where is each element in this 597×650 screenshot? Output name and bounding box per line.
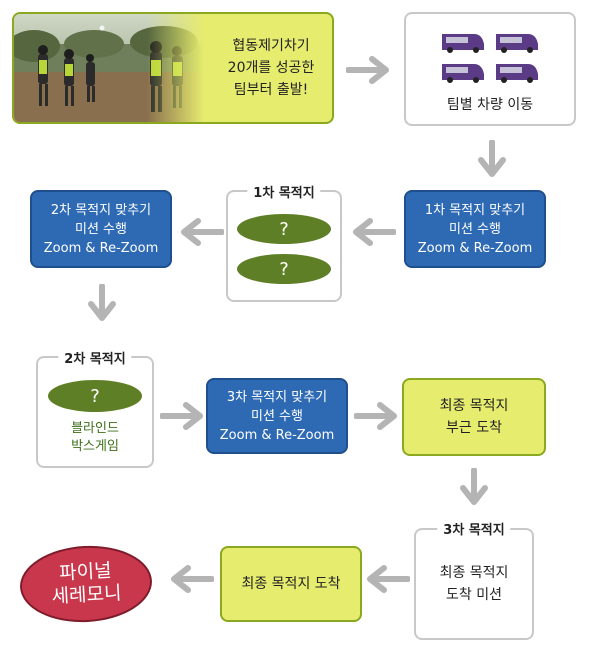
mission1-line1: 1차 목적지 맞추기 [424, 202, 526, 218]
destination1-question-oval: ? [237, 254, 331, 284]
destination3-title: 3차 목적지 [437, 520, 511, 542]
destination2-line2: 박스게임 [71, 439, 119, 454]
destination1-title: 1차 목적지 [247, 182, 321, 201]
mission1-line2: 미션 수행 [449, 221, 501, 237]
arrow-left-icon [367, 565, 410, 593]
start-step-box: 협동제기차기 20개를 성공한 팀부터 출발! [12, 12, 334, 124]
start-text: 협동제기차기 20개를 성공한 팀부터 출발! [210, 14, 332, 122]
arrow-down-icon [478, 140, 506, 177]
arrow-right-icon [160, 402, 203, 430]
arrow-down-icon [88, 284, 116, 321]
mission3-line1: 3차 목적지 맞추기 [226, 389, 328, 405]
ceremony-line2: 세레모니 [51, 582, 123, 608]
mission1-box: 1차 목적지 맞추기 미션 수행 Zoom & Re-Zoom [404, 190, 546, 268]
near-final-line2: 부근 도착 [446, 420, 502, 436]
team-game-photo [14, 14, 204, 122]
destination3-line2: 도착 미션 [446, 587, 502, 603]
mission2-box: 2차 목적지 맞추기 미션 수행 Zoom & Re-Zoom [30, 190, 172, 268]
van-icon [442, 34, 484, 53]
arrow-left-icon [353, 218, 396, 246]
arrive-final-label: 최종 목적지 도착 [241, 576, 341, 592]
destination1-question-oval: ? [237, 214, 331, 244]
arrow-right-icon [354, 402, 397, 430]
mission2-line3: Zoom & Re-Zoom [43, 240, 159, 256]
mission1-line3: Zoom & Re-Zoom [417, 240, 533, 256]
final-ceremony-oval: 파이널 세레모니 [18, 542, 154, 626]
arrow-down-icon [460, 468, 488, 505]
mission3-line2: 미션 수행 [251, 408, 303, 424]
near-final-box: 최종 목적지 부근 도착 [402, 378, 546, 456]
travel-step-box: 팀별 차량 이동 [404, 12, 576, 126]
destination2-line1: 블라인드 [71, 421, 119, 436]
arrow-left-icon [171, 565, 214, 593]
mission2-line2: 미션 수행 [75, 221, 127, 237]
travel-label: 팀별 차량 이동 [446, 97, 534, 113]
destination2-box: 2차 목적지 ? 블라인드 박스게임 [36, 348, 154, 468]
destination1-box: 1차 목적지 ? ? [226, 182, 342, 302]
arrow-right-icon [346, 56, 389, 84]
arrow-left-icon [181, 218, 224, 246]
destination2-question-oval: ? [48, 380, 142, 412]
near-final-line1: 최종 목적지 [439, 398, 509, 414]
start-line3: 팀부터 출발! [233, 82, 309, 98]
destination2-title: 2차 목적지 [58, 348, 132, 367]
destination3-line1: 최종 목적지 [439, 565, 509, 581]
destination3-box: 3차 목적지 최종 목적지 도착 미션 [414, 520, 534, 640]
ceremony-line1: 파이널 [58, 559, 113, 585]
arrive-final-box: 최종 목적지 도착 [220, 546, 362, 622]
mission3-line3: Zoom & Re-Zoom [219, 427, 335, 443]
start-line1: 협동제기차기 [232, 38, 310, 54]
mission3-box: 3차 목적지 맞추기 미션 수행 Zoom & Re-Zoom [206, 378, 348, 454]
start-line2: 20개를 성공한 [227, 60, 315, 76]
vans-illustration [438, 28, 542, 86]
mission2-line1: 2차 목적지 맞추기 [50, 202, 152, 218]
